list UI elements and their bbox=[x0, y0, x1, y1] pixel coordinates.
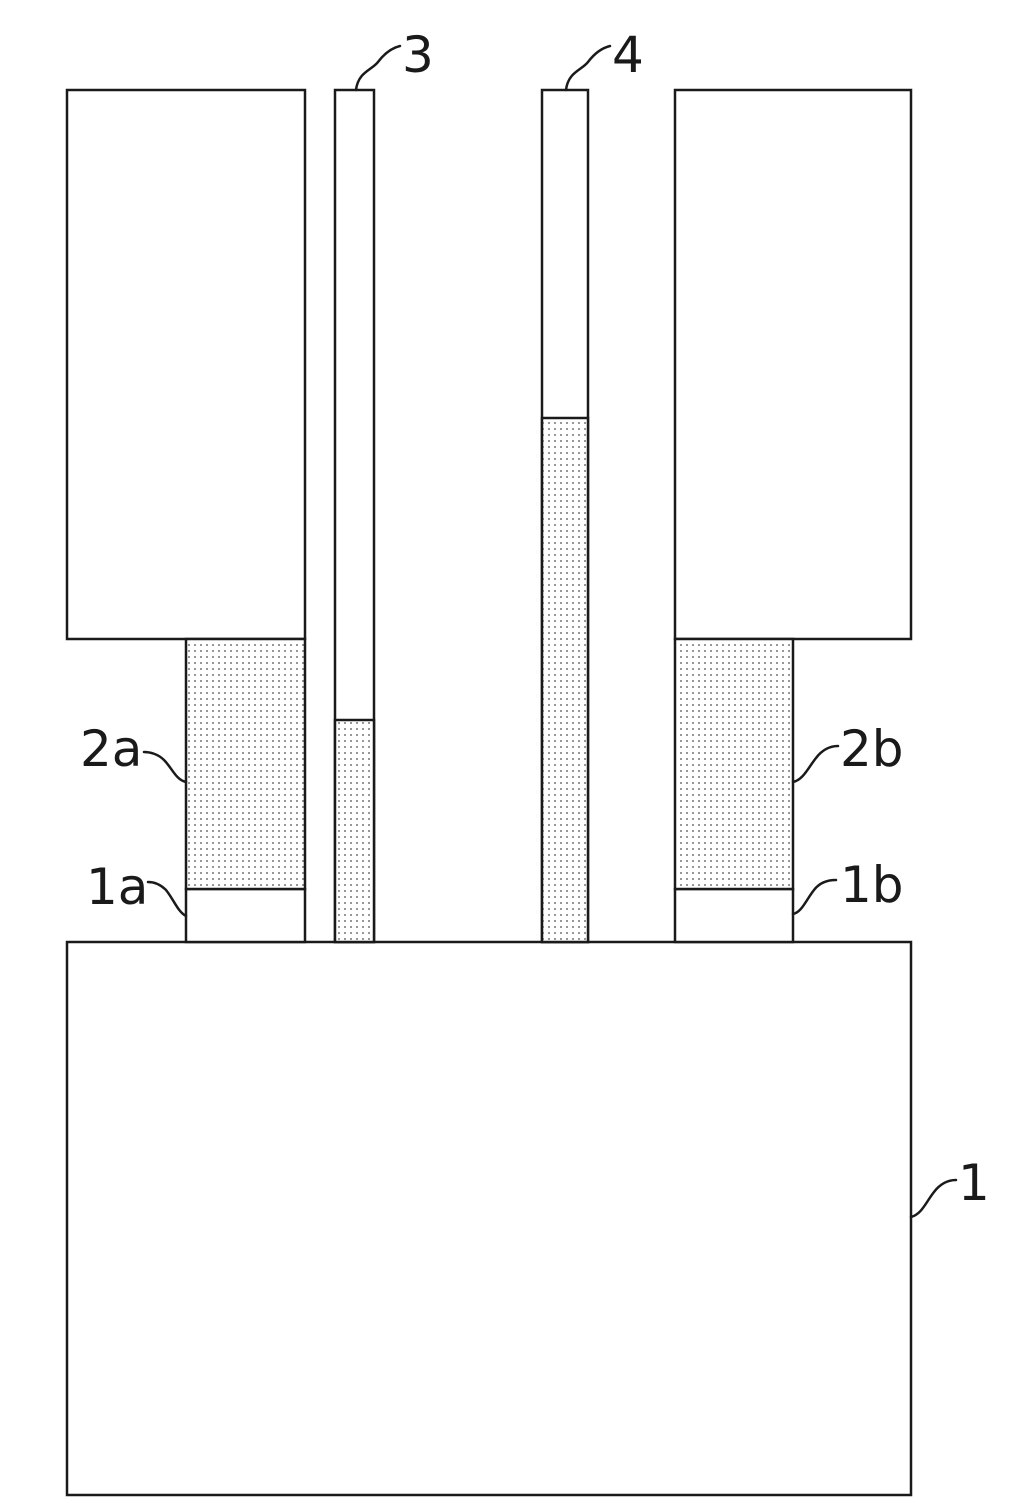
label-probe-right: 4 bbox=[612, 26, 644, 84]
upper-right-block bbox=[675, 90, 911, 639]
leader-base bbox=[911, 1180, 956, 1217]
leader-solder-right bbox=[793, 746, 838, 782]
label-base: 1 bbox=[958, 1154, 990, 1212]
pad-right bbox=[675, 889, 793, 942]
label-solder-left: 2a bbox=[80, 720, 142, 778]
leader-pad-left bbox=[148, 882, 186, 916]
solder-left bbox=[186, 639, 305, 889]
label-probe-left: 3 bbox=[402, 26, 434, 84]
solder-right bbox=[675, 639, 793, 889]
leader-probe-right bbox=[566, 46, 610, 90]
probe-left-fill bbox=[335, 720, 374, 942]
base-block bbox=[67, 942, 911, 1495]
leader-solder-left bbox=[144, 752, 186, 782]
probe-right-fill bbox=[542, 418, 588, 942]
pad-left bbox=[186, 889, 305, 942]
upper-left-block bbox=[67, 90, 305, 639]
label-pad-left: 1a bbox=[86, 858, 148, 916]
leader-probe-left bbox=[356, 46, 400, 90]
label-solder-right: 2b bbox=[840, 720, 904, 778]
leader-pad-right bbox=[793, 880, 836, 914]
label-pad-right: 1b bbox=[840, 856, 904, 914]
